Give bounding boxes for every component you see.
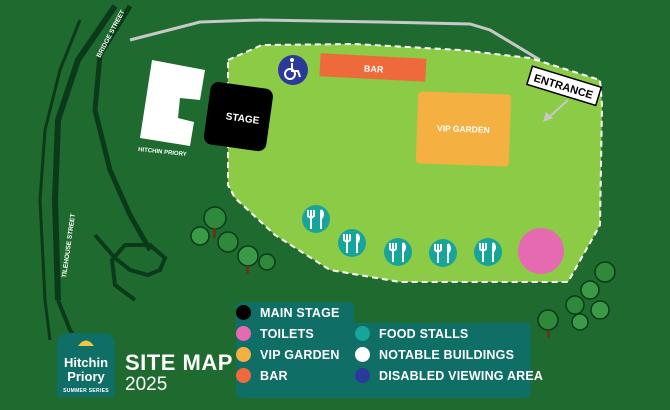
road-roundabout <box>93 233 168 302</box>
bar-area <box>319 53 427 82</box>
main-stage <box>203 82 273 152</box>
legend-panel <box>236 302 531 398</box>
legend-item-food-stalls: FOOD STALLS <box>355 323 531 344</box>
legend-swatch <box>355 368 370 383</box>
toilets <box>518 228 564 274</box>
fork-knife-icon <box>307 209 324 229</box>
title-year: 2025 <box>125 374 168 395</box>
legend-column-2: FOOD STALLS NOTABLE BUILDINGS DISABLED V… <box>355 323 543 398</box>
food-stall-4 <box>429 239 457 267</box>
fork-knife-icon <box>389 242 406 262</box>
map-title: SITE MAP 2025 <box>125 352 233 396</box>
road-outline <box>38 19 82 341</box>
legend-item-main-stage: MAIN STAGE <box>236 302 356 323</box>
food-stall-1 <box>302 205 330 233</box>
legend-item-bar: BAR <box>236 365 356 386</box>
legend-label: MAIN STAGE <box>260 305 340 320</box>
legend-swatch <box>236 326 251 341</box>
logo-line-2: Priory <box>67 369 105 384</box>
entrance-arrowhead <box>543 112 553 122</box>
food-stall-5 <box>474 238 502 266</box>
hitchin-priory-logo: Hitchin Priory SUMMER SERIES <box>57 333 115 397</box>
stage-label: STAGE <box>225 111 260 127</box>
legend-label: DISABLED VIEWING AREA <box>379 368 544 383</box>
legend-swatch <box>236 347 251 362</box>
vip-label: VIP GARDEN <box>437 123 490 135</box>
logo-dome-icon <box>78 340 94 346</box>
legend-item-vip-garden: VIP GARDEN <box>236 344 356 365</box>
logo-line-1: Hitchin <box>63 355 109 370</box>
trees-west <box>190 206 276 274</box>
food-stall-2 <box>338 229 366 257</box>
legend-item-notable-buildings: NOTABLE BUILDINGS <box>355 344 531 365</box>
road-tilehouse-main <box>51 4 118 301</box>
legend-swatch <box>236 305 251 320</box>
legend-item-toilets: TOILETS <box>236 323 356 344</box>
building-label: HITCHIN PRIORY <box>138 147 187 158</box>
hitchin-priory-building <box>140 60 205 146</box>
legend-label: BAR <box>260 368 288 383</box>
trees-east <box>537 261 616 338</box>
legend-item-disabled-viewing: DISABLED VIEWING AREA <box>355 365 543 386</box>
legend-label: FOOD STALLS <box>379 326 469 341</box>
entrance-arrow <box>547 99 569 119</box>
bar-label: BAR <box>364 64 384 75</box>
vip-garden <box>415 91 512 167</box>
logo-line-3: SUMMER SERIES <box>63 388 109 394</box>
footpath <box>129 18 541 62</box>
logo-panel <box>57 333 115 397</box>
fork-knife-icon <box>434 243 451 263</box>
legend-label: NOTABLE BUILDINGS <box>379 347 515 362</box>
legend-label: TOILETS <box>260 326 314 341</box>
legend-column-1: MAIN STAGE TOILETS VIP GARDEN BAR <box>236 302 356 398</box>
legend-label: VIP GARDEN <box>260 347 340 362</box>
road-bridge <box>92 4 153 252</box>
food-stall-3 <box>384 238 412 266</box>
legend-swatch <box>355 326 370 341</box>
fork-knife-icon <box>479 242 496 262</box>
legend-swatch <box>355 347 370 362</box>
tilehouse-street-label: TILEHOUSE STREET <box>61 213 77 278</box>
fork-knife-icon <box>343 233 360 253</box>
legend-swatch <box>236 368 251 383</box>
wheelchair-icon <box>284 58 301 80</box>
title-main: SITE MAP <box>125 350 233 375</box>
